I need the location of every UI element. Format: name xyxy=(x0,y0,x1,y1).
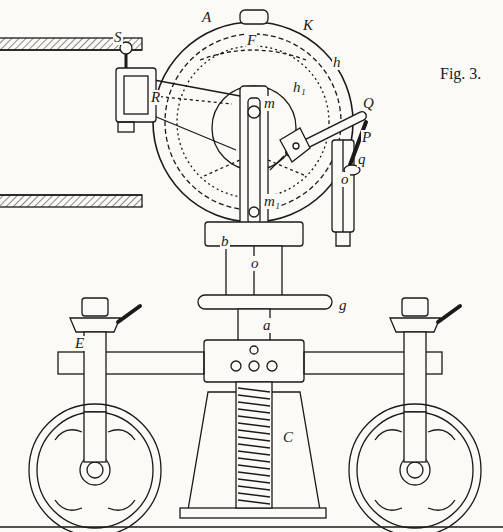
casing-part xyxy=(200,50,306,60)
spring-pedestal-part xyxy=(236,382,272,508)
gear-housing-part xyxy=(267,361,277,371)
part-letter: S xyxy=(113,30,123,45)
pipe-section-part xyxy=(0,195,142,207)
part-letter: m₁ xyxy=(263,194,281,209)
spring-coil xyxy=(238,472,270,476)
wheel-part xyxy=(29,404,161,532)
side-mechanism-part xyxy=(332,140,354,232)
spring-coil xyxy=(238,395,270,399)
wheel-part xyxy=(55,430,135,510)
lever-handle-part xyxy=(270,156,284,170)
clamp-arm-part xyxy=(124,76,148,114)
ground-line xyxy=(0,526,503,527)
gear-housing-part xyxy=(249,361,259,371)
slotted-link-part xyxy=(248,106,260,118)
part-letter: Q xyxy=(362,96,375,111)
gear-housing-part xyxy=(253,246,254,296)
wheel-part xyxy=(84,332,106,412)
gear-housing-part xyxy=(226,246,282,296)
gear-housing-part xyxy=(198,295,332,309)
part-letter: o xyxy=(250,256,260,271)
part-letter: o xyxy=(340,172,350,187)
lever-handle-part xyxy=(280,128,310,162)
wheel-part xyxy=(390,318,440,332)
part-letter: h₁ xyxy=(292,80,307,95)
wheel-part xyxy=(70,318,120,332)
spring-coil xyxy=(238,409,270,413)
wheel xyxy=(349,298,481,532)
wheel-part xyxy=(407,462,423,478)
spring-coil xyxy=(238,451,270,455)
wheel-part xyxy=(438,306,460,322)
part-letter: A xyxy=(201,10,212,25)
spring-pedestal-part xyxy=(238,388,270,504)
figure-caption: Fig. 3. xyxy=(440,66,481,82)
pipe-section-part xyxy=(0,194,142,195)
carriage-beam xyxy=(58,352,442,374)
wheel-part xyxy=(375,430,455,510)
spring-coil xyxy=(238,416,270,420)
lever-handle-part xyxy=(293,143,299,149)
spring-coil xyxy=(238,500,270,504)
wheel-part xyxy=(118,306,140,322)
spring-pedestal-part xyxy=(180,508,326,518)
spring-coil xyxy=(238,479,270,483)
part-letter: K xyxy=(302,18,314,33)
pipe-section xyxy=(0,38,142,207)
clamp-arm xyxy=(116,42,240,150)
gear-housing xyxy=(198,222,332,382)
casing-part xyxy=(240,10,268,24)
carriage-beam-part xyxy=(58,352,204,374)
spring-coil xyxy=(238,430,270,434)
slotted-link-part xyxy=(249,207,259,217)
side-mechanism-part xyxy=(336,232,350,246)
spring-coil xyxy=(238,437,270,441)
part-letter: m xyxy=(263,96,276,111)
wheel-part xyxy=(84,412,106,462)
wheel-part xyxy=(404,332,426,412)
wheel-part xyxy=(404,412,426,462)
wheel-part xyxy=(402,298,428,316)
spring-coil xyxy=(238,444,270,448)
spring-coil xyxy=(238,493,270,497)
spring-coil xyxy=(238,486,270,490)
gear-housing-part xyxy=(204,340,304,382)
wheel xyxy=(29,298,161,532)
clamp-arm-part xyxy=(154,80,240,150)
part-letter: E xyxy=(74,336,85,351)
slotted-link-part xyxy=(248,98,260,224)
wheel-part xyxy=(87,462,103,478)
clamp-arm-part xyxy=(118,122,134,132)
part-letter: g xyxy=(338,298,348,313)
spring-coil xyxy=(238,465,270,469)
part-letter: P xyxy=(361,130,372,145)
part-letter: F xyxy=(246,33,257,48)
part-letter: R xyxy=(150,90,161,105)
wheel-part xyxy=(37,412,153,528)
spring-coil xyxy=(238,458,270,462)
gear-housing-part xyxy=(231,361,241,371)
wheel-part xyxy=(357,412,473,528)
slotted-link-part xyxy=(204,160,306,176)
part-letter: h xyxy=(332,55,342,70)
gear-housing-part xyxy=(250,346,258,354)
part-letter: a xyxy=(262,318,272,333)
slotted-link xyxy=(204,86,306,238)
spring-coil xyxy=(238,388,270,392)
wheel-part xyxy=(349,404,481,532)
spring-pedestal xyxy=(180,382,326,518)
part-letter: b xyxy=(220,234,230,249)
spring-coil xyxy=(238,402,270,406)
spring-coil xyxy=(238,423,270,427)
part-letter: C xyxy=(282,430,294,445)
wheel-part xyxy=(82,298,108,316)
part-letter: q xyxy=(357,152,367,167)
